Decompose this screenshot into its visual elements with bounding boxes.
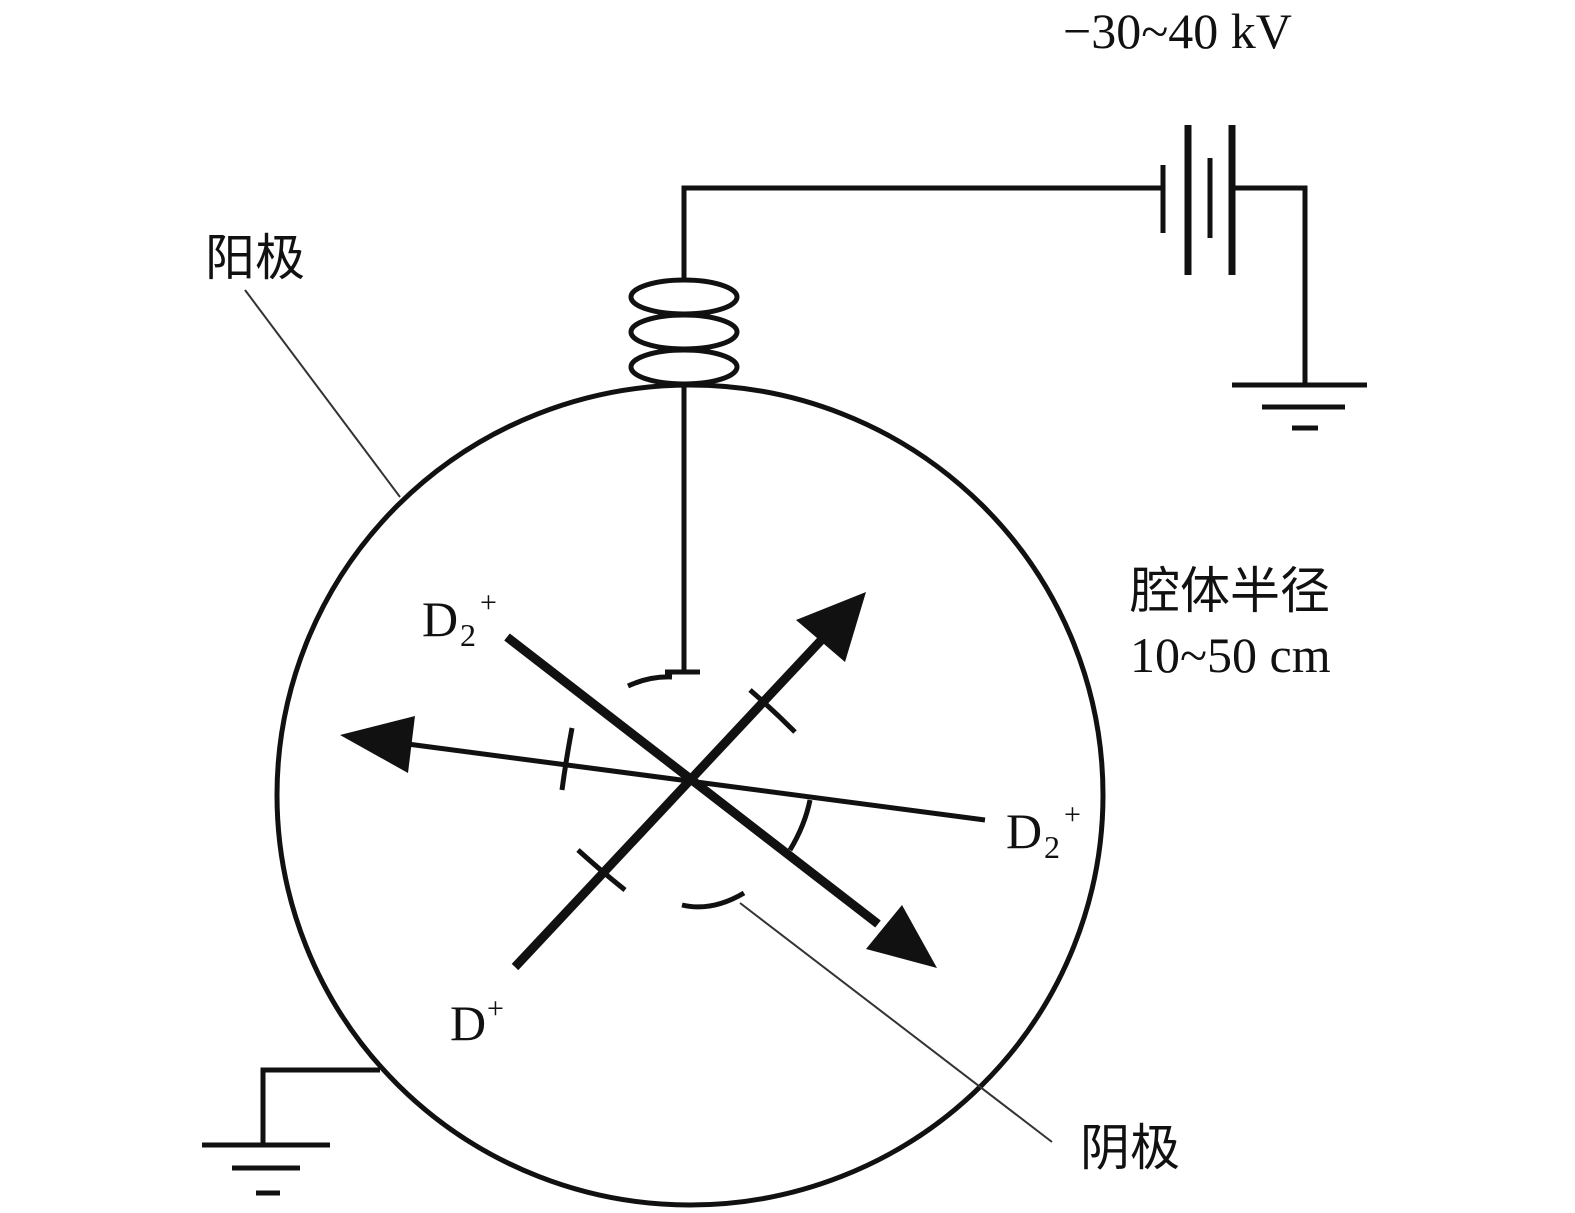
- ion-label-d2-right: D 2 +: [1006, 798, 1081, 865]
- trajectory-d-diagonal: [511, 631, 830, 971]
- grid-crossing-marks: [559, 688, 813, 892]
- chamber-radius-label-line1: 腔体半径: [1130, 563, 1330, 619]
- svg-text:+: +: [1064, 798, 1081, 831]
- ground-icon-left: [202, 1142, 330, 1196]
- trajectory-d2-horizontal: [399, 740, 986, 823]
- svg-text:+: +: [480, 586, 497, 619]
- svg-text:D: D: [450, 995, 486, 1051]
- arrowhead-left: [340, 716, 415, 773]
- insulator-feedthrough: [628, 277, 740, 387]
- ground-wire-right: [1232, 185, 1308, 385]
- ground-wire-left: [260, 1067, 380, 1145]
- svg-text:+: +: [487, 992, 504, 1025]
- cathode-leader-line: [739, 902, 1053, 1143]
- ion-label-d: D +: [450, 992, 504, 1051]
- anode-leader-line: [244, 289, 401, 498]
- cathode-grid-arcs: [626, 674, 746, 910]
- arrowhead-upper-right: [796, 592, 866, 662]
- ion-label-d2-left: D 2 +: [422, 586, 497, 653]
- svg-text:D: D: [422, 591, 458, 647]
- battery-symbol: [1160, 125, 1236, 275]
- chamber-radius-label-line2: 10~50 cm: [1130, 627, 1331, 683]
- chamber-circle: [274, 382, 1106, 1208]
- arrowhead-lower-right: [866, 905, 937, 968]
- voltage-label: −30~40 kV: [1063, 3, 1292, 59]
- svg-text:D: D: [1006, 803, 1042, 859]
- cathode-label: 阴极: [1080, 1120, 1180, 1176]
- svg-text:2: 2: [1044, 829, 1060, 865]
- hv-wire: [681, 185, 1163, 280]
- svg-text:2: 2: [460, 617, 476, 653]
- anode-label: 阳极: [205, 230, 305, 286]
- ground-icon-right: [1232, 382, 1367, 431]
